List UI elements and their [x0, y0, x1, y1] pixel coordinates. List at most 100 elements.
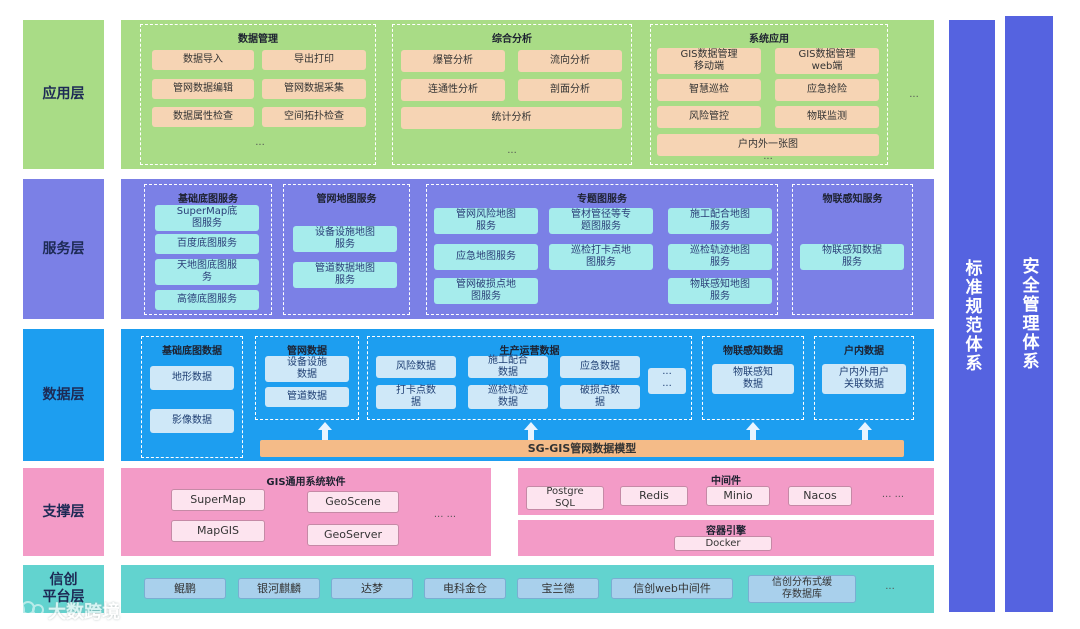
xc-kylin[interactable]: 银河麒麟	[238, 578, 320, 599]
svc-material-map[interactable]: 管材管径等专 题图服务	[549, 208, 653, 234]
svc-gaode-basemap[interactable]: 高德底图服务	[155, 290, 259, 310]
app-item-export-print[interactable]: 导出打印	[262, 50, 366, 70]
svc-checkin-map[interactable]: 巡检打卡点地 图服务	[549, 244, 653, 270]
app-item-smart-patrol[interactable]: 智慧巡检	[657, 79, 761, 101]
svc-construction-map[interactable]: 施工配合地图 服务	[668, 208, 772, 234]
app-item-pipe-edit[interactable]: 管网数据编辑	[152, 79, 254, 99]
svc-thematic-title: 专题图服务	[577, 194, 627, 205]
support-nacos[interactable]: Nacos	[788, 486, 852, 506]
security-system-bar: 安全管理体系	[1005, 16, 1053, 612]
xc-kingbase[interactable]: 电科金仓	[424, 578, 506, 599]
data-pipe-title: 管网数据	[287, 346, 327, 357]
data-ops-more: ··· ···	[648, 368, 686, 394]
data-pipeline[interactable]: 管道数据	[265, 387, 349, 407]
svc-iot-group	[792, 184, 913, 315]
data-emergency[interactable]: 应急数据	[560, 356, 640, 378]
analysis-group	[392, 24, 632, 165]
app-item-gis-web[interactable]: GIS数据管理 web端	[775, 48, 879, 74]
xc-dameng[interactable]: 达梦	[331, 578, 413, 599]
xc-kunpeng[interactable]: 鲲鹏	[144, 578, 226, 599]
support-supermap[interactable]: SuperMap	[171, 489, 265, 511]
data-track[interactable]: 巡检轨迹 数据	[468, 385, 548, 409]
support-redis[interactable]: Redis	[620, 486, 688, 506]
app-item-profile-analysis[interactable]: 剖面分析	[518, 79, 622, 101]
system-app-group	[650, 24, 888, 165]
app-item-data-import[interactable]: 数据导入	[152, 50, 254, 70]
data-damage[interactable]: 破损点数 据	[560, 385, 640, 409]
app-item-burst-analysis[interactable]: 爆管分析	[401, 50, 505, 72]
data-indoor-group	[814, 336, 914, 420]
data-imagery[interactable]: 影像数据	[150, 409, 234, 433]
data-terrain[interactable]: 地形数据	[150, 366, 234, 390]
support-minio[interactable]: Minio	[706, 486, 770, 506]
svc-pipe-group	[283, 184, 410, 315]
app-item-flow-analysis[interactable]: 流向分析	[518, 50, 622, 72]
support-docker[interactable]: Docker	[674, 536, 772, 551]
xc-more: ···	[885, 584, 895, 595]
svc-damage-map[interactable]: 管网破损点地 图服务	[434, 278, 538, 304]
data-indoor-user[interactable]: 户内外用户 关联数据	[822, 364, 906, 394]
data-mgmt-group	[140, 24, 376, 165]
data-model-bar: SG-GIS管网数据模型	[260, 440, 904, 457]
support-mapgis[interactable]: MapGIS	[171, 520, 265, 542]
analysis-title: 综合分析	[492, 34, 532, 45]
svc-baidu-basemap[interactable]: 百度底图服务	[155, 234, 259, 254]
data-mgmt-more: ···	[255, 140, 265, 151]
svc-pipeline-map[interactable]: 管道数据地图 服务	[293, 262, 397, 288]
support-gis-title: GIS通用系统软件	[266, 477, 346, 488]
app-item-attr-check[interactable]: 数据属性检查	[152, 107, 254, 127]
xc-distributed-cache[interactable]: 信创分布式缓 存数据库	[748, 575, 856, 603]
system-app-more: ···	[763, 154, 773, 165]
data-base-group	[141, 336, 243, 458]
data-ops-title: 生产运营数据	[499, 346, 560, 357]
up-arrow-icon	[318, 422, 332, 440]
up-arrow-icon	[746, 422, 760, 440]
app-item-iot-monitor[interactable]: 物联监测	[775, 106, 879, 128]
support-geoserver[interactable]: GeoServer	[307, 524, 399, 546]
svc-pipe-risk-map[interactable]: 管网风险地图 服务	[434, 208, 538, 234]
support-gis-more: ··· ···	[433, 512, 457, 523]
app-item-connectivity-analysis[interactable]: 连通性分析	[401, 79, 505, 101]
data-mgmt-title: 数据管理	[238, 34, 278, 45]
svc-base-title: 基础底图服务	[178, 194, 238, 205]
svc-iot-map[interactable]: 物联感知地图 服务	[668, 278, 772, 304]
svc-tianditu-basemap[interactable]: 天地图底图服 务	[155, 259, 259, 285]
app-item-topo-check[interactable]: 空间拓扑检查	[262, 107, 366, 127]
watermark-logo-icon	[6, 598, 46, 622]
data-ops-group	[367, 336, 692, 420]
data-construction[interactable]: 施工配合 数据	[468, 355, 548, 378]
data-risk[interactable]: 风险数据	[376, 356, 456, 378]
app-item-emergency[interactable]: 应急抢险	[775, 79, 879, 101]
svc-thematic-group	[426, 184, 778, 315]
xc-web-middleware[interactable]: 信创web中间件	[611, 578, 733, 599]
data-iot-title: 物联感知数据	[723, 346, 783, 357]
support-postgresql[interactable]: Postgre SQL	[526, 486, 604, 510]
app-item-risk-control[interactable]: 风险管控	[657, 106, 761, 128]
data-iot[interactable]: 物联感知 数据	[712, 364, 794, 394]
app-item-stat-analysis[interactable]: 统计分析	[401, 107, 622, 129]
svc-pipe-title: 管网地图服务	[316, 194, 377, 205]
data-iot-group	[702, 336, 804, 420]
svc-emergency-map[interactable]: 应急地图服务	[434, 244, 538, 270]
layer-label-app: 应用层	[23, 20, 104, 169]
svc-track-map[interactable]: 巡检轨迹地图 服务	[668, 244, 772, 270]
xc-bes[interactable]: 宝兰德	[517, 578, 599, 599]
support-geoscene[interactable]: GeoScene	[307, 491, 399, 513]
data-checkin[interactable]: 打卡点数 据	[376, 385, 456, 409]
data-pipe-group	[255, 336, 359, 420]
system-app-title: 系统应用	[749, 34, 789, 45]
app-item-pipe-collect[interactable]: 管网数据采集	[262, 79, 366, 99]
app-item-indoor-outdoor-map[interactable]: 户内外一张图	[657, 134, 879, 156]
app-layer-outer-more: ···	[909, 92, 919, 103]
up-arrow-icon	[858, 422, 872, 440]
standard-system-bar: 标准规范体系	[949, 20, 995, 612]
app-item-gis-mobile[interactable]: GIS数据管理 移动端	[657, 48, 761, 74]
support-middleware-title: 中间件	[711, 476, 741, 487]
svc-iot-data[interactable]: 物联感知数据 服务	[800, 244, 904, 270]
data-indoor-title: 户内数据	[844, 346, 884, 357]
layer-label-data: 数据层	[23, 329, 104, 461]
svc-supermap-basemap[interactable]: SuperMap底 图服务	[155, 205, 259, 231]
data-facility[interactable]: 设备设施 数据	[265, 356, 349, 382]
svc-facility-map[interactable]: 设备设施地图 服务	[293, 226, 397, 252]
support-middleware-more: ··· ···	[881, 492, 905, 503]
